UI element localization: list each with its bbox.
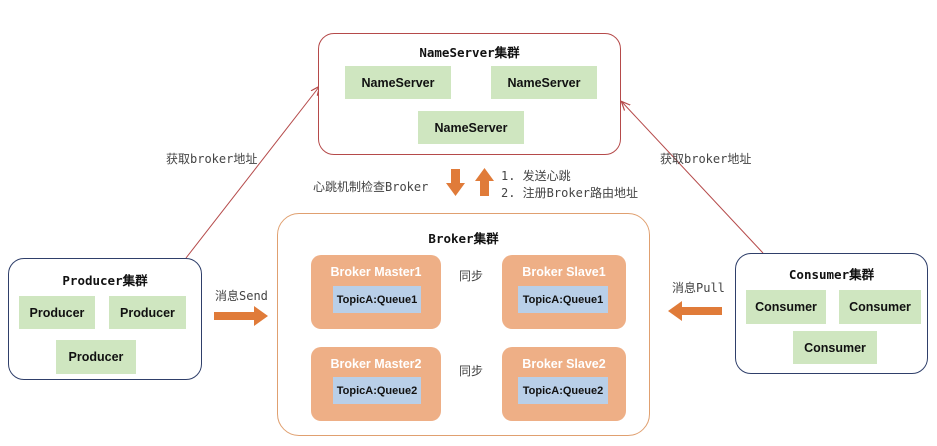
nameserver-node: NameServer [418, 111, 524, 144]
register-route-label: 2. 注册Broker路由地址 [501, 186, 639, 200]
consumer-node: Consumer [839, 290, 921, 324]
broker-slave-2-title: Broker Slave2 [522, 357, 606, 371]
broker-master-1-title: Broker Master1 [330, 265, 422, 279]
queue-box: TopicA:Queue1 [333, 286, 421, 313]
broker-slave-1-title: Broker Slave1 [522, 265, 606, 279]
producer-cluster-title: Producer集群 [62, 273, 148, 288]
sync-label-2: 同步 [459, 364, 484, 378]
heartbeat-check-label: 心跳机制检查Broker [313, 180, 429, 194]
queue-box: TopicA:Queue2 [518, 377, 608, 404]
producer-to-nameserver-line [185, 87, 319, 259]
broker-master-2-title: Broker Master2 [330, 357, 422, 371]
broker-slave-1: Broker Slave1 TopicA:Queue1 [502, 255, 626, 329]
consumer-cluster-title: Consumer集群 [788, 267, 875, 282]
consumer-node: Consumer [746, 290, 826, 324]
broker-master-2: Broker Master2 TopicA:Queue2 [311, 347, 441, 421]
producer-node: Producer [56, 340, 136, 374]
broker-master-1: Broker Master1 TopicA:Queue1 [311, 255, 441, 329]
broker-cluster-title: Broker集群 [428, 231, 499, 246]
nameserver-node: NameServer [345, 66, 451, 99]
broker-slave-2: Broker Slave2 TopicA:Queue2 [502, 347, 626, 421]
queue-box: TopicA:Queue2 [333, 377, 421, 404]
sync-label-1: 同步 [459, 269, 484, 283]
producer-node: Producer [109, 296, 186, 329]
heartbeat-check-arrow [446, 169, 465, 196]
consumer-to-nameserver-line [622, 102, 764, 254]
queue-box: TopicA:Queue1 [518, 286, 608, 313]
pull-arrow [668, 301, 722, 321]
nameserver-cluster-title: NameServer集群 [419, 45, 520, 60]
nameserver-node: NameServer [491, 66, 597, 99]
send-heartbeat-label: 1. 发送心跳 [501, 169, 571, 183]
message-pull-label: 消息Pull [672, 281, 725, 295]
producer-get-address-label: 获取broker地址 [166, 152, 258, 166]
consumer-get-address-label: 获取broker地址 [660, 152, 752, 166]
message-send-label: 消息Send [215, 289, 268, 303]
send-arrow [214, 306, 268, 326]
consumer-node: Consumer [793, 331, 877, 364]
producer-node: Producer [19, 296, 95, 329]
register-arrow [475, 168, 494, 196]
